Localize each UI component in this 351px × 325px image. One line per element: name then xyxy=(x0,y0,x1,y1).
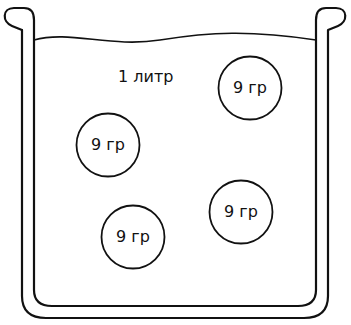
weight-label: 9 гр xyxy=(233,78,267,97)
weight-circle: 9 гр xyxy=(75,112,141,178)
weight-label: 9 гр xyxy=(91,135,125,154)
volume-label: 1 литр xyxy=(118,67,173,86)
weight-label: 9 гр xyxy=(224,202,258,221)
weight-circle: 9 гр xyxy=(208,179,274,245)
weight-circle: 9 гр xyxy=(100,204,166,270)
weight-label: 9 гр xyxy=(116,227,150,246)
weight-circle: 9 гр xyxy=(217,55,283,121)
